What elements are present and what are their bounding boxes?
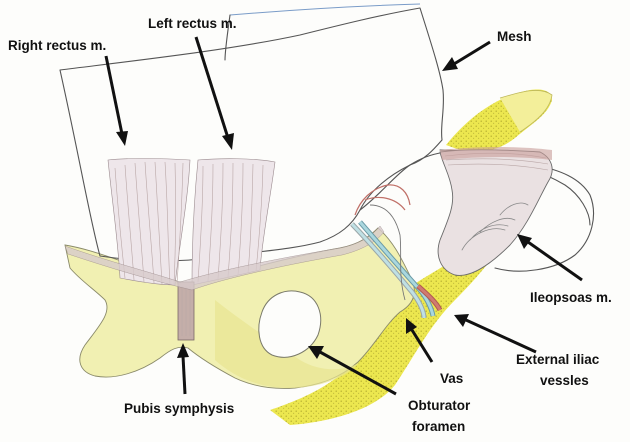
- label-obturator-line2: foramen: [412, 419, 465, 434]
- label-vas: Vas: [440, 371, 463, 386]
- label-right-rectus: Right rectus m.: [8, 38, 106, 53]
- arrow-right-rectus: [106, 56, 128, 146]
- arrow-left-rectus: [196, 37, 234, 150]
- label-left-rectus: Left rectus m.: [148, 16, 237, 31]
- label-external-iliac-line1: External iliac: [516, 352, 600, 367]
- ileopsoas-muscle: [438, 150, 552, 276]
- label-ileopsoas: Ileopsoas m.: [530, 290, 612, 305]
- label-external-iliac-line2: vessles: [540, 373, 589, 388]
- arrow-mesh: [442, 42, 490, 71]
- label-obturator-line1: Obturator: [408, 398, 471, 413]
- arrow-external-iliac: [454, 314, 536, 352]
- label-pubis-symphysis: Pubis symphysis: [124, 401, 234, 416]
- arrow-pubis-symphysis: [177, 343, 189, 394]
- label-mesh: Mesh: [497, 29, 532, 44]
